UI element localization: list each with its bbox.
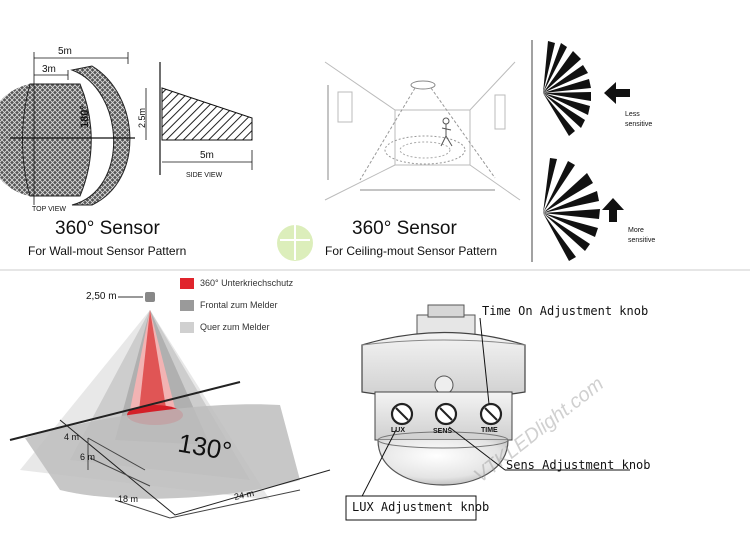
height-label: 2,50 m xyxy=(86,291,117,302)
wall-side-view xyxy=(145,62,253,175)
legend-item-360: 360° Unterkriechschutz xyxy=(200,278,294,288)
top-view-label: TOP VIEW xyxy=(32,206,66,213)
sensitivity-fans xyxy=(531,40,630,262)
wall-subtitle: For Wall-mout Sensor Pattern xyxy=(28,244,187,258)
watermark-logo xyxy=(277,225,313,261)
legend-item-quer: Quer zum Melder xyxy=(200,322,270,332)
dim-4m: 4 m xyxy=(64,432,80,442)
knob-sens-label: SENS xyxy=(433,428,453,435)
lux-callout: LUX Adjustment knob xyxy=(352,500,490,514)
legend-item-frontal: Frontal zum Melder xyxy=(200,300,278,310)
sensor-device xyxy=(345,304,630,521)
legend-swatch-gray xyxy=(180,300,194,311)
knob-time-label: TIME xyxy=(481,427,498,434)
side-view-label: SIDE VIEW xyxy=(186,172,223,179)
dim-6m: 6 m xyxy=(80,452,96,462)
dim-3m: 3m xyxy=(42,64,56,75)
ceiling-room xyxy=(324,61,521,201)
coverage-diagram xyxy=(9,278,331,519)
time-callout: Time On Adjustment knob xyxy=(482,304,649,318)
knob-lux-label: LUX xyxy=(391,427,405,434)
ceiling-title: 360° Sensor xyxy=(352,218,457,239)
legend-swatch-red xyxy=(180,278,194,289)
wall-top-view xyxy=(0,52,135,206)
dim-5m: 5m xyxy=(58,46,72,57)
legend-swatch-light xyxy=(180,322,194,333)
ceiling-subtitle: For Ceiling-mout Sensor Pattern xyxy=(325,244,498,258)
dim-side-5m: 5m xyxy=(200,150,214,161)
dim-angle: 180° xyxy=(79,105,91,128)
dim-18m: 18 m xyxy=(118,494,139,504)
sens-callout: Sens Adjustment knob xyxy=(506,458,651,472)
dim-2-5m: 2.5m xyxy=(137,107,147,128)
wall-title: 360° Sensor xyxy=(55,218,160,239)
arrow-up-icon xyxy=(602,198,624,222)
more-sensitive-label: More sensitive xyxy=(628,227,656,244)
arrow-left-icon xyxy=(604,82,630,104)
less-sensitive-label: Less sensitive xyxy=(625,111,653,128)
